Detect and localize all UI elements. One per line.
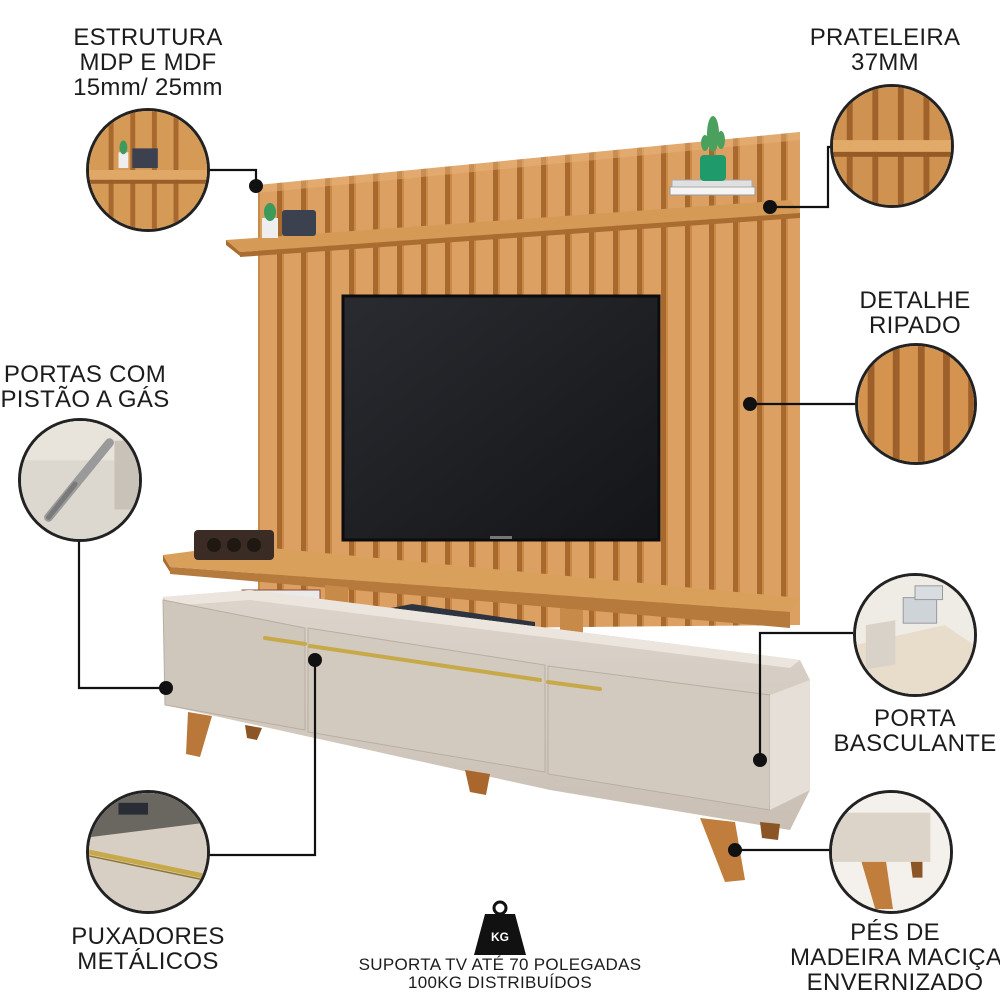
speaker <box>194 530 274 560</box>
legs-label: PÉS DE MADEIRA MACIÇA ENVERNIZADO <box>790 919 1000 996</box>
flap-door-detail-circle <box>853 573 977 697</box>
slat-detail-label: DETALHE RIPADO <box>859 287 971 339</box>
shelf-label: PRATELEIRA 37MM <box>809 24 961 76</box>
metal-handles <box>263 636 602 691</box>
wood-top-shelf <box>163 545 800 628</box>
tv-support-label: SUPORTA TV ATÉ 70 POLEGADAS 100KG DISTRI… <box>358 955 642 992</box>
handles-label: PUXADORES METÁLICOS <box>71 923 225 975</box>
structure-detail-circle <box>86 108 210 232</box>
callout-lines <box>77 145 855 857</box>
wooden-legs <box>186 712 780 882</box>
television <box>341 294 661 542</box>
handle-detail-circle <box>86 790 210 914</box>
top-shelf <box>226 200 800 257</box>
weight-icon: KG <box>474 900 526 955</box>
gas-piston-detail-circle <box>18 418 142 542</box>
leg-detail-circle <box>829 790 953 914</box>
gas-doors-label: PORTAS COM PISTÃO A GÁS <box>0 361 170 413</box>
weight-icon-text: KG <box>491 930 509 944</box>
structure-label: ESTRUTURA MDP E MDF 15mm/ 25mm <box>73 24 223 101</box>
callout-dots <box>159 179 777 857</box>
shelf-detail-circle <box>830 84 954 208</box>
shelf-decor <box>262 116 756 238</box>
slat-detail-circle <box>855 343 977 465</box>
cabinet <box>162 590 810 830</box>
flap-door-label: PORTA BASCULANTE <box>833 705 997 757</box>
